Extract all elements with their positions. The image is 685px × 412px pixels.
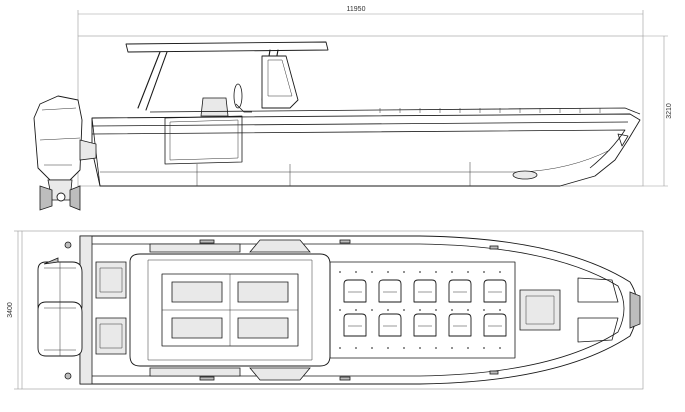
outboard-engine-side (33, 95, 83, 181)
helm-seat (200, 97, 229, 117)
t-top-rear-strut (137, 51, 168, 111)
console-windshield (261, 55, 299, 109)
forward-hatch (519, 289, 561, 331)
beam-dimension-label: 3400 (7, 302, 14, 318)
t-top-roof (125, 41, 329, 53)
deck-cleats (199, 239, 499, 381)
propeller (39, 185, 81, 211)
passenger-seats (343, 279, 507, 337)
height-dimension-label: 3210 (666, 103, 673, 119)
side-view (33, 41, 641, 211)
deck-grid-dots (339, 271, 501, 349)
seating-deck-area (329, 261, 516, 359)
length-dimension-label: 11950 (347, 6, 366, 13)
hull-side (91, 113, 641, 187)
bow-thruster-mark (512, 170, 538, 180)
bow-rail (149, 107, 641, 115)
bow-fitting (617, 133, 629, 147)
top-view (37, 235, 641, 385)
bow-lockers (577, 277, 619, 343)
outboard-engines-plan (37, 257, 83, 357)
steering-wheel (233, 83, 243, 109)
side-door-panel (164, 115, 243, 165)
